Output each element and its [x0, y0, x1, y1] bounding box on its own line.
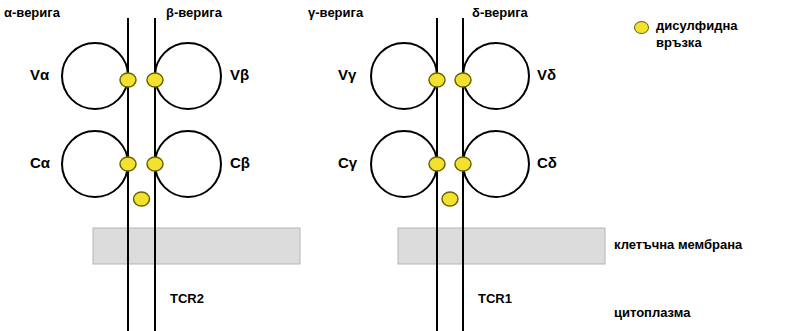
- disulfide-bond-dot: [147, 73, 163, 87]
- constant-domain-loop: [62, 131, 128, 197]
- cell-membrane-band: [398, 228, 605, 264]
- chain-name: α-верига: [4, 6, 60, 21]
- legend-swatch: [634, 21, 649, 34]
- disulfide-bond-dot: [120, 157, 136, 171]
- constant-domain-loop: [155, 131, 221, 197]
- domain-name: Vγ: [338, 66, 356, 83]
- domain-name: Cγ: [338, 154, 357, 171]
- domain-name: Vα: [30, 66, 49, 83]
- disulfide-bond-dot: [120, 73, 136, 87]
- domain-name: Vδ: [537, 66, 556, 83]
- chain-name: γ-верига: [308, 6, 363, 21]
- disulfide-bond-dot: [442, 192, 458, 206]
- chain-name: δ-верига: [472, 6, 528, 21]
- variable-domain-loop: [155, 43, 221, 109]
- cell-membrane-band: [93, 228, 300, 264]
- disulfide-bond-dot: [429, 73, 445, 87]
- disulfide-bond-dot: [134, 192, 150, 206]
- constant-domain-loop: [463, 131, 529, 197]
- cytoplasm-label: цитоплазма: [614, 306, 690, 321]
- domain-name: Cδ: [537, 154, 557, 171]
- domain-name: Cβ: [230, 154, 250, 171]
- variable-domain-loop: [371, 43, 437, 109]
- variable-domain-loop: [62, 43, 128, 109]
- constant-domain-loop: [371, 131, 437, 197]
- chain-name: β-верига: [166, 6, 222, 21]
- domain-name: Cα: [30, 154, 50, 171]
- variable-domain-loop: [463, 43, 529, 109]
- receptor-name: TCR1: [478, 292, 512, 307]
- disulfide-bond-dot: [455, 157, 471, 171]
- legend-text: дисулфидна връзка: [656, 18, 746, 52]
- disulfide-bond-dot: [429, 157, 445, 171]
- membrane-label: клетъчна мембрана: [614, 238, 742, 253]
- receptor-name: TCR2: [170, 292, 204, 307]
- disulfide-bond-dot: [147, 157, 163, 171]
- domain-name: Vβ: [230, 66, 249, 83]
- disulfide-bond-dot: [455, 73, 471, 87]
